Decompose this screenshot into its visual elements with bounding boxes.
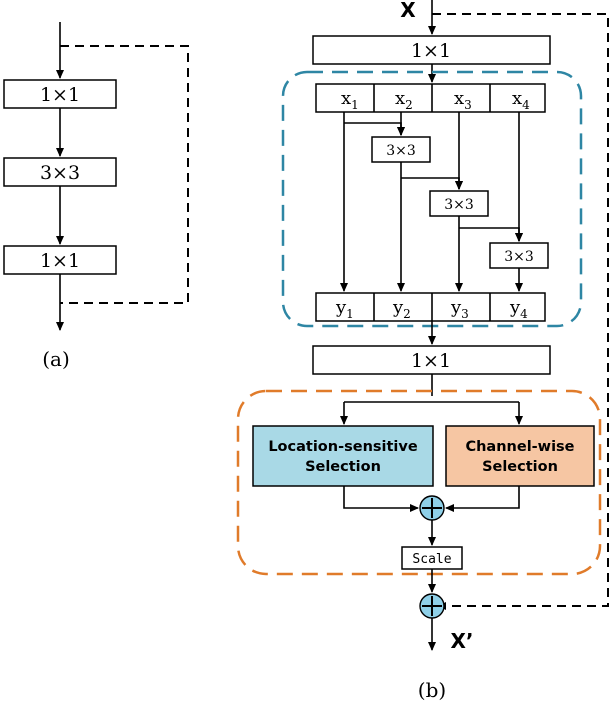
b-conv1-to-conv2-arrow bbox=[401, 177, 463, 190]
b-output-y1: y1 bbox=[335, 297, 354, 321]
a-conv-mid-label: 3×3 bbox=[40, 162, 80, 184]
b-conv3-label: 3×3 bbox=[504, 249, 534, 265]
b-scale-label: Scale bbox=[412, 552, 451, 567]
b-output-y3: y3 bbox=[450, 297, 469, 321]
b-caption: (b) bbox=[418, 678, 446, 702]
panel-b: X 1×1 x1 x2 x3 x4 3×3 3×3 bbox=[236, 0, 609, 702]
a-conv-top-label: 1×1 bbox=[40, 84, 80, 106]
a-caption: (a) bbox=[42, 347, 70, 371]
b-conv2-label: 3×3 bbox=[444, 197, 474, 213]
b-output-y4: y4 bbox=[509, 297, 528, 321]
a-conv-bottom-label: 1×1 bbox=[40, 250, 80, 272]
b-channel-to-adder-arrow bbox=[445, 486, 520, 512]
b-conv1-box bbox=[371, 136, 431, 163]
b-split-x4: x4 bbox=[512, 88, 530, 112]
b-output-row bbox=[315, 292, 546, 322]
b-split-row bbox=[315, 83, 546, 113]
b-conv2-box bbox=[429, 190, 489, 217]
b-selection-group-border bbox=[236, 389, 602, 576]
b-output-y2: y2 bbox=[392, 297, 411, 321]
b-sum-node-1-icon bbox=[419, 495, 445, 521]
b-channel-label-line2: Selection bbox=[482, 459, 558, 475]
b-output-label: X’ bbox=[450, 629, 473, 653]
b-conv-out-box bbox=[312, 345, 551, 375]
b-input-label: X bbox=[400, 0, 416, 22]
b-channel-selection-box bbox=[445, 425, 595, 487]
a-conv-mid-box bbox=[3, 157, 117, 187]
b-conv1-label: 3×3 bbox=[386, 143, 416, 159]
a-conv-bottom-box bbox=[3, 245, 117, 275]
b-sum-node-2-icon bbox=[419, 593, 445, 619]
panel-a: 1×1 3×3 1×1 (a) bbox=[3, 22, 189, 371]
b-split-x1: x1 bbox=[341, 88, 359, 112]
b-skip-connection bbox=[432, 13, 609, 607]
b-location-label-line1: Location-sensitive bbox=[268, 439, 418, 455]
b-channel-label-line1: Channel-wise bbox=[465, 439, 574, 455]
b-location-label-line2: Selection bbox=[305, 459, 381, 475]
a-skip-connection bbox=[60, 45, 189, 304]
b-location-to-adder-arrow bbox=[343, 486, 419, 512]
b-split-x3: x3 bbox=[454, 88, 472, 112]
b-location-selection-box bbox=[252, 425, 434, 487]
b-conv2-to-conv3-arrow bbox=[459, 227, 523, 242]
b-conv-in-label: 1×1 bbox=[411, 40, 451, 62]
b-conv-out-label: 1×1 bbox=[411, 350, 451, 372]
b-split-x2: x2 bbox=[395, 88, 413, 112]
b-x1-to-conv1-arrow bbox=[344, 122, 405, 136]
